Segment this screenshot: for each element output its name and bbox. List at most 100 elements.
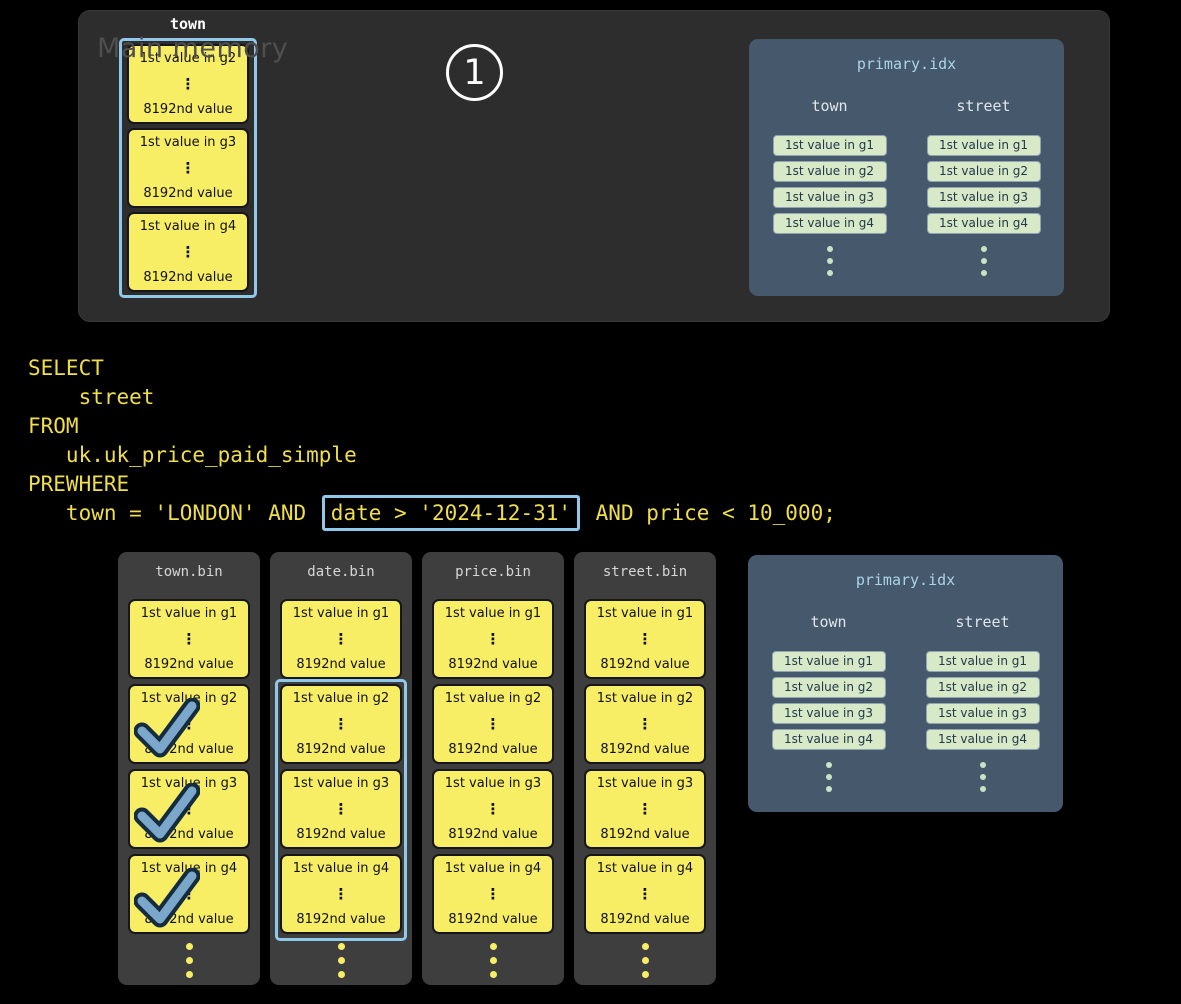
granule-first-value: 1st value in g1 <box>596 606 694 621</box>
granule-last-value: 8192nd value <box>600 912 690 927</box>
memory-column-header: town <box>169 15 207 33</box>
dot <box>641 943 649 950</box>
bin-granule-stack: 1st value in g1 ⋮ 8192nd value 1st value in… <box>574 599 716 934</box>
bin-file-title: date.bin <box>307 564 375 580</box>
sql-line: town = 'LONDON' AND date > '2024-12-31' … <box>28 495 836 531</box>
index-entry: 1st value in g1 <box>772 135 887 156</box>
granule-first-value: 1st value in g4 <box>292 861 390 876</box>
dot <box>337 971 345 978</box>
granule-first-value: 1st value in g3 <box>292 776 390 791</box>
granule-block: 1st value in g3⋮8192nd value <box>280 769 402 849</box>
granule-ellipsis: ⋮ <box>485 884 501 903</box>
sql-text: PREWHERE <box>28 472 130 496</box>
index-entry: 1st value in g3 <box>771 703 886 724</box>
main-memory-panel: Main memory town 1st value in g2⋮8192nd … <box>78 10 1110 322</box>
granule-last-value: 8192nd value <box>600 827 690 842</box>
sql-highlighted-predicate: date > '2024-12-31' <box>321 495 581 531</box>
dot <box>489 971 497 978</box>
granule-first-value: 1st value in g4 <box>444 861 542 876</box>
more-granules-dots <box>118 943 260 978</box>
dot <box>980 246 987 252</box>
index-entry: 1st value in g4 <box>772 213 887 234</box>
granule-ellipsis: ⋮ <box>485 629 501 648</box>
granule-first-value: 1st value in g2 <box>444 691 542 706</box>
granule-block: 1st value in g2⋮8192nd value <box>280 684 402 764</box>
step-1-badge: 1 <box>446 44 503 101</box>
sql-line: SELECT <box>28 354 836 383</box>
step-number: 1 <box>463 52 486 93</box>
dot <box>826 258 833 264</box>
index-entry: 1st value in g3 <box>926 187 1041 208</box>
sql-line: PREWHERE <box>28 470 836 499</box>
granule-first-value: 1st value in g2 <box>596 691 694 706</box>
index-entry: 1st value in g3 <box>772 187 887 208</box>
granule-ellipsis: ⋮ <box>637 714 653 733</box>
granule-last-value: 8192nd value <box>448 657 538 672</box>
granule-block: 1st value in g1⋮8192nd value <box>128 599 250 679</box>
dot <box>185 957 193 964</box>
granule-first-value: 1st value in g4 <box>596 861 694 876</box>
index-entry: 1st value in g1 <box>925 651 1040 672</box>
dot <box>337 943 345 950</box>
granule-block: 1st value in g1⋮8192nd value <box>280 599 402 679</box>
granule-first-value: 1st value in g1 <box>292 606 390 621</box>
granule-block: 1st value in g3⋮8192nd value <box>584 769 706 849</box>
granule-ellipsis: ⋮ <box>181 629 197 648</box>
index-entry: 1st value in g3 <box>925 703 1040 724</box>
granule-last-value: 8192nd value <box>144 657 234 672</box>
index-entry: 1st value in g4 <box>771 729 886 750</box>
granule-ellipsis: ⋮ <box>637 629 653 648</box>
dot <box>641 971 649 978</box>
sql-text: FROM <box>28 414 79 438</box>
dot <box>825 786 832 792</box>
granule-match-check-icon <box>133 782 201 843</box>
primary-index-column-town: town 1st value in g1 1st value in g2 1st va… <box>772 97 887 276</box>
sql-text: AND price < 10_000; <box>583 501 836 525</box>
index-column-header: street <box>955 613 1010 631</box>
granule-block: 1st value in g4 ⋮ 8192nd value <box>280 854 402 934</box>
dot <box>979 774 986 780</box>
dot <box>185 943 193 950</box>
granule-last-value: 8192nd value <box>296 742 386 757</box>
dot <box>185 971 193 978</box>
granule-block: 1st value in g2⋮8192nd value <box>128 684 250 764</box>
sql-text: town = 'LONDON' AND <box>28 501 319 525</box>
granule-ellipsis: ⋮ <box>637 884 653 903</box>
primary-index-title: primary.idx <box>855 571 956 589</box>
dot <box>641 957 649 964</box>
granule-block: 1st value in g3⋮8192nd value <box>432 769 554 849</box>
sql-line: street <box>28 383 836 412</box>
granule-last-value: 8192nd value <box>448 912 538 927</box>
sql-text: uk.uk_price_paid_simple <box>28 443 357 467</box>
granule-ellipsis: ⋮ <box>637 799 653 818</box>
granule-block: 1st value in g3⋮8192nd value <box>127 128 249 208</box>
index-entry: 1st value in g1 <box>926 135 1041 156</box>
index-column-header: street <box>956 97 1011 115</box>
more-entries-dots <box>773 246 887 276</box>
more-entries-dots <box>926 762 1040 792</box>
index-entry: 1st value in g4 <box>926 213 1041 234</box>
bin-file-title: town.bin <box>155 564 223 580</box>
granule-ellipsis: ⋮ <box>485 799 501 818</box>
dot <box>489 957 497 964</box>
index-column-header: town <box>811 97 848 115</box>
more-granules-dots <box>270 943 412 978</box>
granule-first-value: 1st value in g1 <box>444 606 542 621</box>
granule-ellipsis: ⋮ <box>180 158 196 177</box>
granule-last-value: 8192nd value <box>448 827 538 842</box>
index-entry: 1st value in g2 <box>772 161 887 182</box>
granule-ellipsis: ⋮ <box>333 884 349 903</box>
granule-match-check-icon <box>133 697 201 758</box>
granule-ellipsis: ⋮ <box>180 242 196 261</box>
granule-last-value: 8192nd value <box>296 912 386 927</box>
granule-first-value: 1st value in g2 <box>292 691 390 706</box>
